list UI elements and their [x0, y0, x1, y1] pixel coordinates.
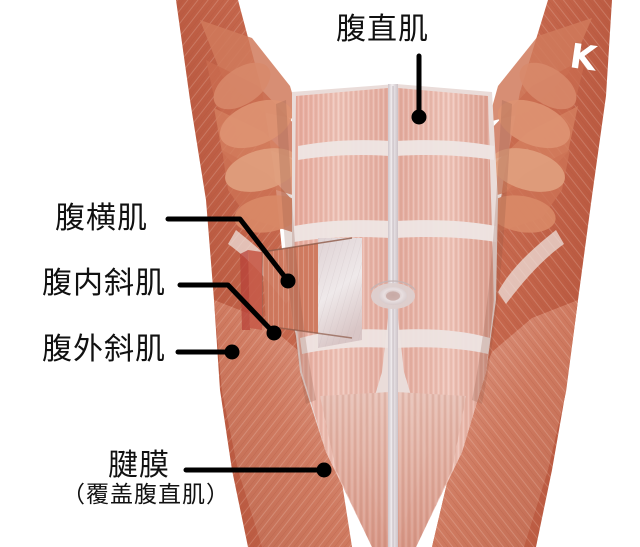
dot-internal-oblique	[266, 325, 282, 341]
dot-rectus-abdominis	[411, 109, 427, 125]
label-external-oblique: 腹外斜肌	[42, 332, 166, 367]
label-internal-oblique: 腹内斜肌	[42, 266, 166, 301]
leader-transversus-abdominis	[165, 216, 291, 284]
label-transversus-abdominis: 腹横肌	[55, 201, 148, 236]
dot-aponeurosis	[316, 462, 332, 478]
dot-transversus-abdominis	[280, 273, 296, 289]
cutaway-flap	[240, 237, 362, 348]
leader-internal-oblique	[177, 282, 277, 336]
umbilicus	[370, 280, 416, 309]
watermark-logo: K	[567, 36, 600, 80]
label-aponeurosis: 腱膜	[108, 448, 170, 483]
label-aponeurosis-subtitle: （覆盖腹直肌）	[62, 482, 230, 508]
edge-shading	[276, 100, 512, 404]
leader-dots	[224, 109, 427, 478]
label-rectus-abdominis: 腹直肌	[336, 12, 429, 47]
rectus-abdominis-group	[292, 84, 498, 547]
rectus-column-right	[396, 88, 494, 547]
leader-lines	[165, 53, 422, 473]
aponeurosis-sheet	[320, 392, 466, 547]
linea-alba	[388, 84, 398, 547]
right-trunk-group	[432, 0, 612, 547]
dot-external-oblique	[224, 344, 240, 360]
